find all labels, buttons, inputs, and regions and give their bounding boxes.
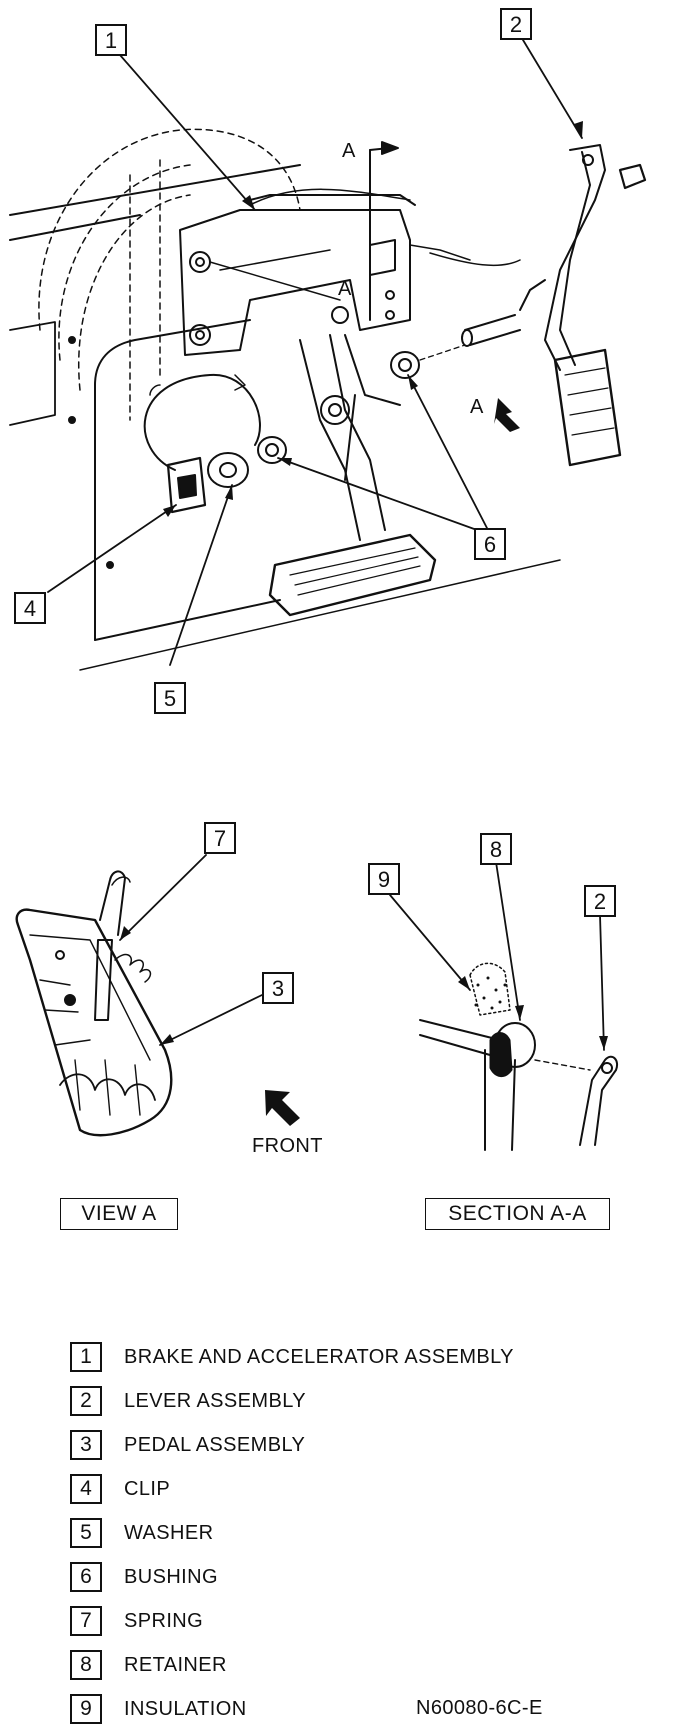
legend-label: BUSHING xyxy=(124,1565,218,1588)
return-spring-wire xyxy=(145,375,260,470)
arrowheads-section xyxy=(458,976,608,1050)
section-cut-line xyxy=(370,142,398,320)
section-marker-a-mid: A xyxy=(338,278,352,300)
legend-item: 3 PEDAL ASSEMBLY xyxy=(70,1428,305,1462)
callout-1: 1 xyxy=(95,24,127,56)
section-aa-label: SECTION A-A xyxy=(425,1198,610,1230)
legend-item: 2 LEVER ASSEMBLY xyxy=(70,1384,306,1418)
legend-item: 5 WASHER xyxy=(70,1516,213,1550)
brake-pedal xyxy=(270,335,435,615)
legend-number: 1 xyxy=(70,1342,102,1372)
legend-label: INSULATION xyxy=(124,1697,247,1720)
linkage-rod xyxy=(345,253,520,480)
bushing-part-right xyxy=(391,352,419,378)
view-a-direction-arrow xyxy=(494,398,520,432)
legend-item: 1 BRAKE AND ACCELERATOR ASSEMBLY xyxy=(70,1340,514,1374)
legend-label: CLIP xyxy=(124,1477,171,1500)
view-a-label: VIEW A xyxy=(60,1198,178,1230)
bushing-part-left xyxy=(258,437,286,463)
leader-lines-view-a xyxy=(120,855,262,1045)
legend-label: LEVER ASSEMBLY xyxy=(124,1389,306,1412)
legend-number: 5 xyxy=(70,1518,102,1548)
legend-label: PEDAL ASSEMBLY xyxy=(124,1433,306,1456)
legend-item: 8 RETAINER xyxy=(70,1648,227,1682)
lever-assembly xyxy=(520,145,645,465)
legend-number: 7 xyxy=(70,1606,102,1636)
legend-label: BRAKE AND ACCELERATOR ASSEMBLY xyxy=(124,1345,514,1368)
legend-number: 8 xyxy=(70,1650,102,1680)
legend-number: 6 xyxy=(70,1562,102,1592)
washer-part xyxy=(208,453,248,487)
callout-9: 9 xyxy=(368,863,400,895)
callout-6: 6 xyxy=(474,528,506,560)
callout-8: 8 xyxy=(480,833,512,865)
firewall-panel xyxy=(10,165,560,670)
callout-7: 7 xyxy=(204,822,236,854)
section-marker-a-top: A xyxy=(342,140,356,162)
callout-4: 4 xyxy=(14,592,46,624)
leader-lines-main xyxy=(48,35,582,665)
legend-item: 6 BUSHING xyxy=(70,1560,218,1594)
view-a-pedal-detail xyxy=(17,871,172,1135)
legend-label: SPRING xyxy=(124,1609,204,1632)
leader-lines-section xyxy=(390,862,604,1050)
legend-item: 9 INSULATION xyxy=(70,1692,247,1726)
callout-5: 5 xyxy=(154,682,186,714)
clip-part xyxy=(168,458,205,512)
callout-2: 2 xyxy=(500,8,532,40)
front-label: FRONT xyxy=(252,1135,323,1157)
legend-item: 4 CLIP xyxy=(70,1472,170,1506)
callout-2-section: 2 xyxy=(584,885,616,917)
legend-label: RETAINER xyxy=(124,1653,227,1676)
bracket-assembly xyxy=(180,189,470,355)
arrowheads-view-a xyxy=(120,926,174,1045)
legend-number: 4 xyxy=(70,1474,102,1504)
legend-number: 9 xyxy=(70,1694,102,1724)
legend-number: 3 xyxy=(70,1430,102,1460)
pivot-shaft xyxy=(420,315,520,360)
callout-3: 3 xyxy=(262,972,294,1004)
view-marker-a: A xyxy=(470,396,484,418)
arrowheads-main xyxy=(163,121,583,517)
section-aa-detail xyxy=(420,963,617,1150)
figure-code: N60080-6C-E xyxy=(416,1697,543,1719)
front-direction-arrow xyxy=(265,1090,300,1126)
legend-number: 2 xyxy=(70,1386,102,1416)
dash-panel-dashed-outline xyxy=(39,129,300,420)
legend-item: 7 SPRING xyxy=(70,1604,203,1638)
legend-label: WASHER xyxy=(124,1521,214,1544)
